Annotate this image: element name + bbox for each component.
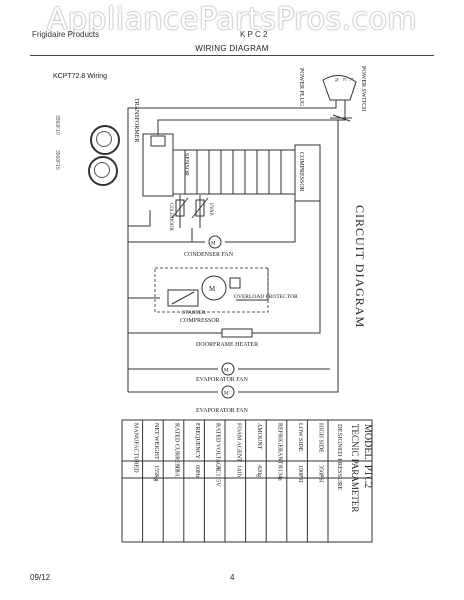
- compressor-motor-icon: M: [201, 275, 227, 301]
- evaporator-fan-icon: M: [221, 362, 235, 376]
- plug-letter: N: [333, 78, 338, 82]
- watermark: AppliancePartsPros.com: [46, 2, 418, 37]
- power-plug: [322, 75, 357, 108]
- circuit-diagram-title: CIRCUIT DIAGRAM: [353, 205, 367, 328]
- spec-model: MODEL: PTC2: [362, 424, 373, 488]
- spec-label: RATED VOLTAGE: [215, 423, 221, 471]
- starter-label: STARTER: [182, 310, 206, 316]
- spec-label: HIGH SIDE: [318, 423, 324, 453]
- power-plug-label: POWER PLUG: [298, 68, 304, 107]
- sensor-evap: [191, 197, 209, 219]
- spec-value: 350PSI: [318, 465, 324, 483]
- transformer-label: TRANSFORMER: [133, 98, 139, 142]
- svg-text:M: M: [209, 285, 216, 293]
- certification-mark: [88, 156, 118, 186]
- spec-label: NET WEIGHT: [153, 423, 159, 460]
- doorframe-heater-label: DOORFRAME HEATER: [196, 342, 258, 348]
- evap-label: EVAP.: [208, 203, 213, 216]
- title-rule: [30, 55, 434, 56]
- page-title: WIRING DIAGRAM: [195, 44, 269, 53]
- spec-label: REFRIGERANT: [277, 423, 283, 465]
- spec-value: AC115V: [215, 465, 221, 487]
- spec-label: FOAM AGENT: [235, 423, 241, 462]
- spec-label: FREQUENCY: [194, 423, 200, 460]
- spec-value: 60Hz: [194, 465, 200, 478]
- spec-value: R134a: [277, 465, 283, 481]
- transformer-icon: [150, 135, 166, 147]
- footer-page: 4: [230, 573, 235, 582]
- spec-value: 155Kg: [153, 465, 159, 481]
- compressor-block-label: COMPRESSOR: [298, 152, 304, 192]
- header-right: K P C 2: [240, 30, 268, 39]
- spec-value: 9.8A: [174, 465, 180, 478]
- certification-mark: [90, 125, 120, 155]
- power-switch: [330, 114, 352, 122]
- evaporator-fan-label: EVAPORATOR FAN: [196, 377, 249, 383]
- condenser-fan-label: CONDENSER FAN: [184, 252, 234, 258]
- sensor-colddoor: [171, 197, 189, 219]
- plug-letter: E: [341, 78, 346, 81]
- overload-label: OVERLOAD PROTECTOR: [234, 294, 298, 300]
- control-board: [142, 133, 321, 202]
- spec-value: 420g: [256, 465, 262, 477]
- header-left: Frigidaire Products: [32, 30, 100, 39]
- spec-label: AMOUNT: [256, 423, 262, 450]
- plug-letter: L: [348, 78, 353, 81]
- power-switch-label: POWER SWITCH: [360, 66, 366, 112]
- starter-icon: [167, 289, 199, 307]
- spec-label: MANUFACTURED: [132, 423, 138, 473]
- sensor-label: SENSOR: [183, 153, 189, 176]
- spec-label: LOW SIDE: [297, 423, 303, 452]
- svg-text:M: M: [211, 242, 216, 247]
- doorframe-heater-icon: [221, 328, 253, 338]
- evaporator-fan-label: EVAPORATOR FAN: [196, 408, 249, 414]
- evaporator-fan-icon: M: [221, 385, 235, 399]
- colddoor-label: COLDDOOR: [168, 203, 173, 231]
- condenser-fan-icon: M: [208, 235, 222, 249]
- overload-icon: [229, 277, 241, 289]
- spec-value: 190PSI: [297, 465, 303, 483]
- spec-label: RATED CURRENT: [174, 423, 180, 472]
- svg-text:M: M: [224, 369, 229, 374]
- spec-value: 141b: [235, 465, 241, 477]
- spec-designed-pressure: DESIGNED PRESSURE: [336, 424, 343, 490]
- spec-heading: TECNIC PARAMETER: [350, 424, 360, 512]
- svg-text:M: M: [224, 392, 229, 397]
- compressor-assembly: [154, 267, 269, 313]
- compressor-label: COMPRESSOR: [180, 318, 220, 324]
- footer-date: 09/12: [30, 573, 51, 582]
- model-line: KCPT72.8 Wiring: [53, 73, 108, 80]
